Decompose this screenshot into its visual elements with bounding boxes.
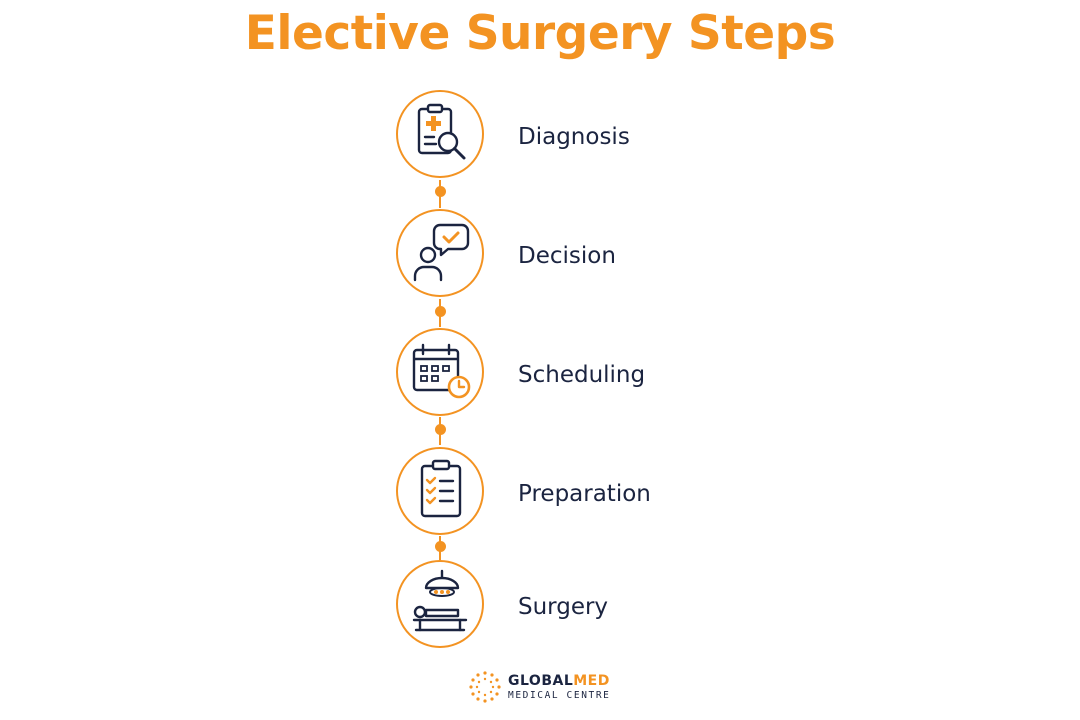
step-label-decision: Decision [518,243,616,269]
step-preparation-circle [396,447,484,535]
step-diagnosis-circle [396,90,484,178]
operating-lamp-bed-icon [412,569,468,632]
checklist-clipboard-icon [420,459,462,518]
step-scheduling-circle [396,328,484,416]
connector-dot [434,306,446,317]
brand-name-part1: GLOBAL [508,673,574,689]
step-label-diagnosis: Diagnosis [518,124,630,150]
connector-dot [434,186,446,197]
brand-logo: GLOBALMED MEDICAL CENTRE [468,670,618,706]
brand-name-part2: MED [573,673,610,689]
connector-dot [434,541,446,552]
connector-dot [434,424,446,435]
person-speech-check-icon [413,223,470,282]
clipboard-magnifier-icon [417,103,466,160]
brand-name: GLOBALMED [508,672,610,690]
step-decision-circle [396,209,484,297]
brand-subtitle: MEDICAL CENTRE [508,690,611,701]
step-label-scheduling: Scheduling [518,362,646,388]
page-title: Elective Surgery Steps [244,6,836,61]
step-surgery-circle [396,560,484,648]
step-label-surgery: Surgery [518,594,609,620]
calendar-clock-icon [412,343,471,399]
step-label-preparation: Preparation [518,481,651,507]
sunburst-dots-icon [469,671,501,703]
